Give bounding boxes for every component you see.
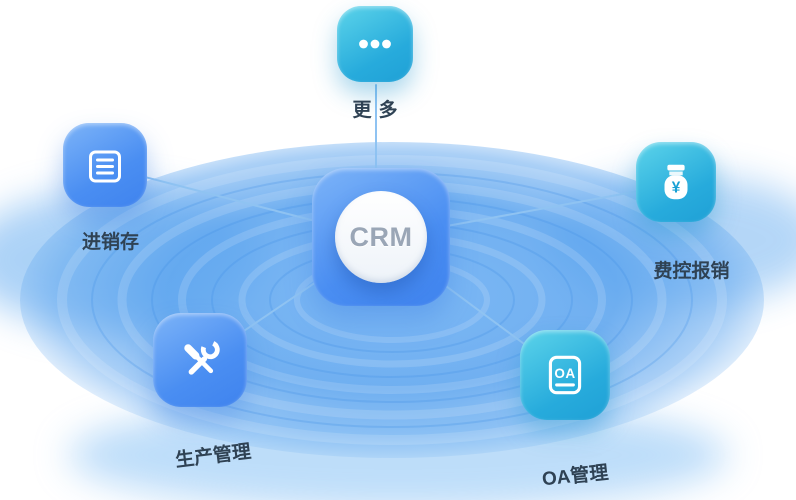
oa-badge-text: OA	[554, 366, 575, 381]
more-node-tile	[337, 6, 413, 82]
money-jar-icon: ¥	[664, 164, 688, 200]
more-label: 更多	[352, 100, 405, 121]
production-node-tile	[153, 313, 247, 407]
crm-label: CRM	[349, 221, 413, 252]
expense-node-tile: ¥	[636, 142, 716, 222]
inventory-label: 进销存	[81, 232, 139, 253]
inventory-node-tile	[63, 123, 147, 207]
crm-center-tile: CRM	[312, 168, 450, 306]
warehouse-icon	[89, 150, 121, 183]
yuan-symbol: ¥	[672, 180, 681, 197]
oa-node-tile: OA	[520, 330, 610, 420]
oa-document-icon: OA	[548, 355, 582, 395]
expense-label: 费控报销	[653, 261, 730, 282]
crm-badge-circle: CRM	[335, 191, 427, 283]
more-dots-icon	[359, 39, 391, 49]
tools-icon	[184, 340, 220, 375]
